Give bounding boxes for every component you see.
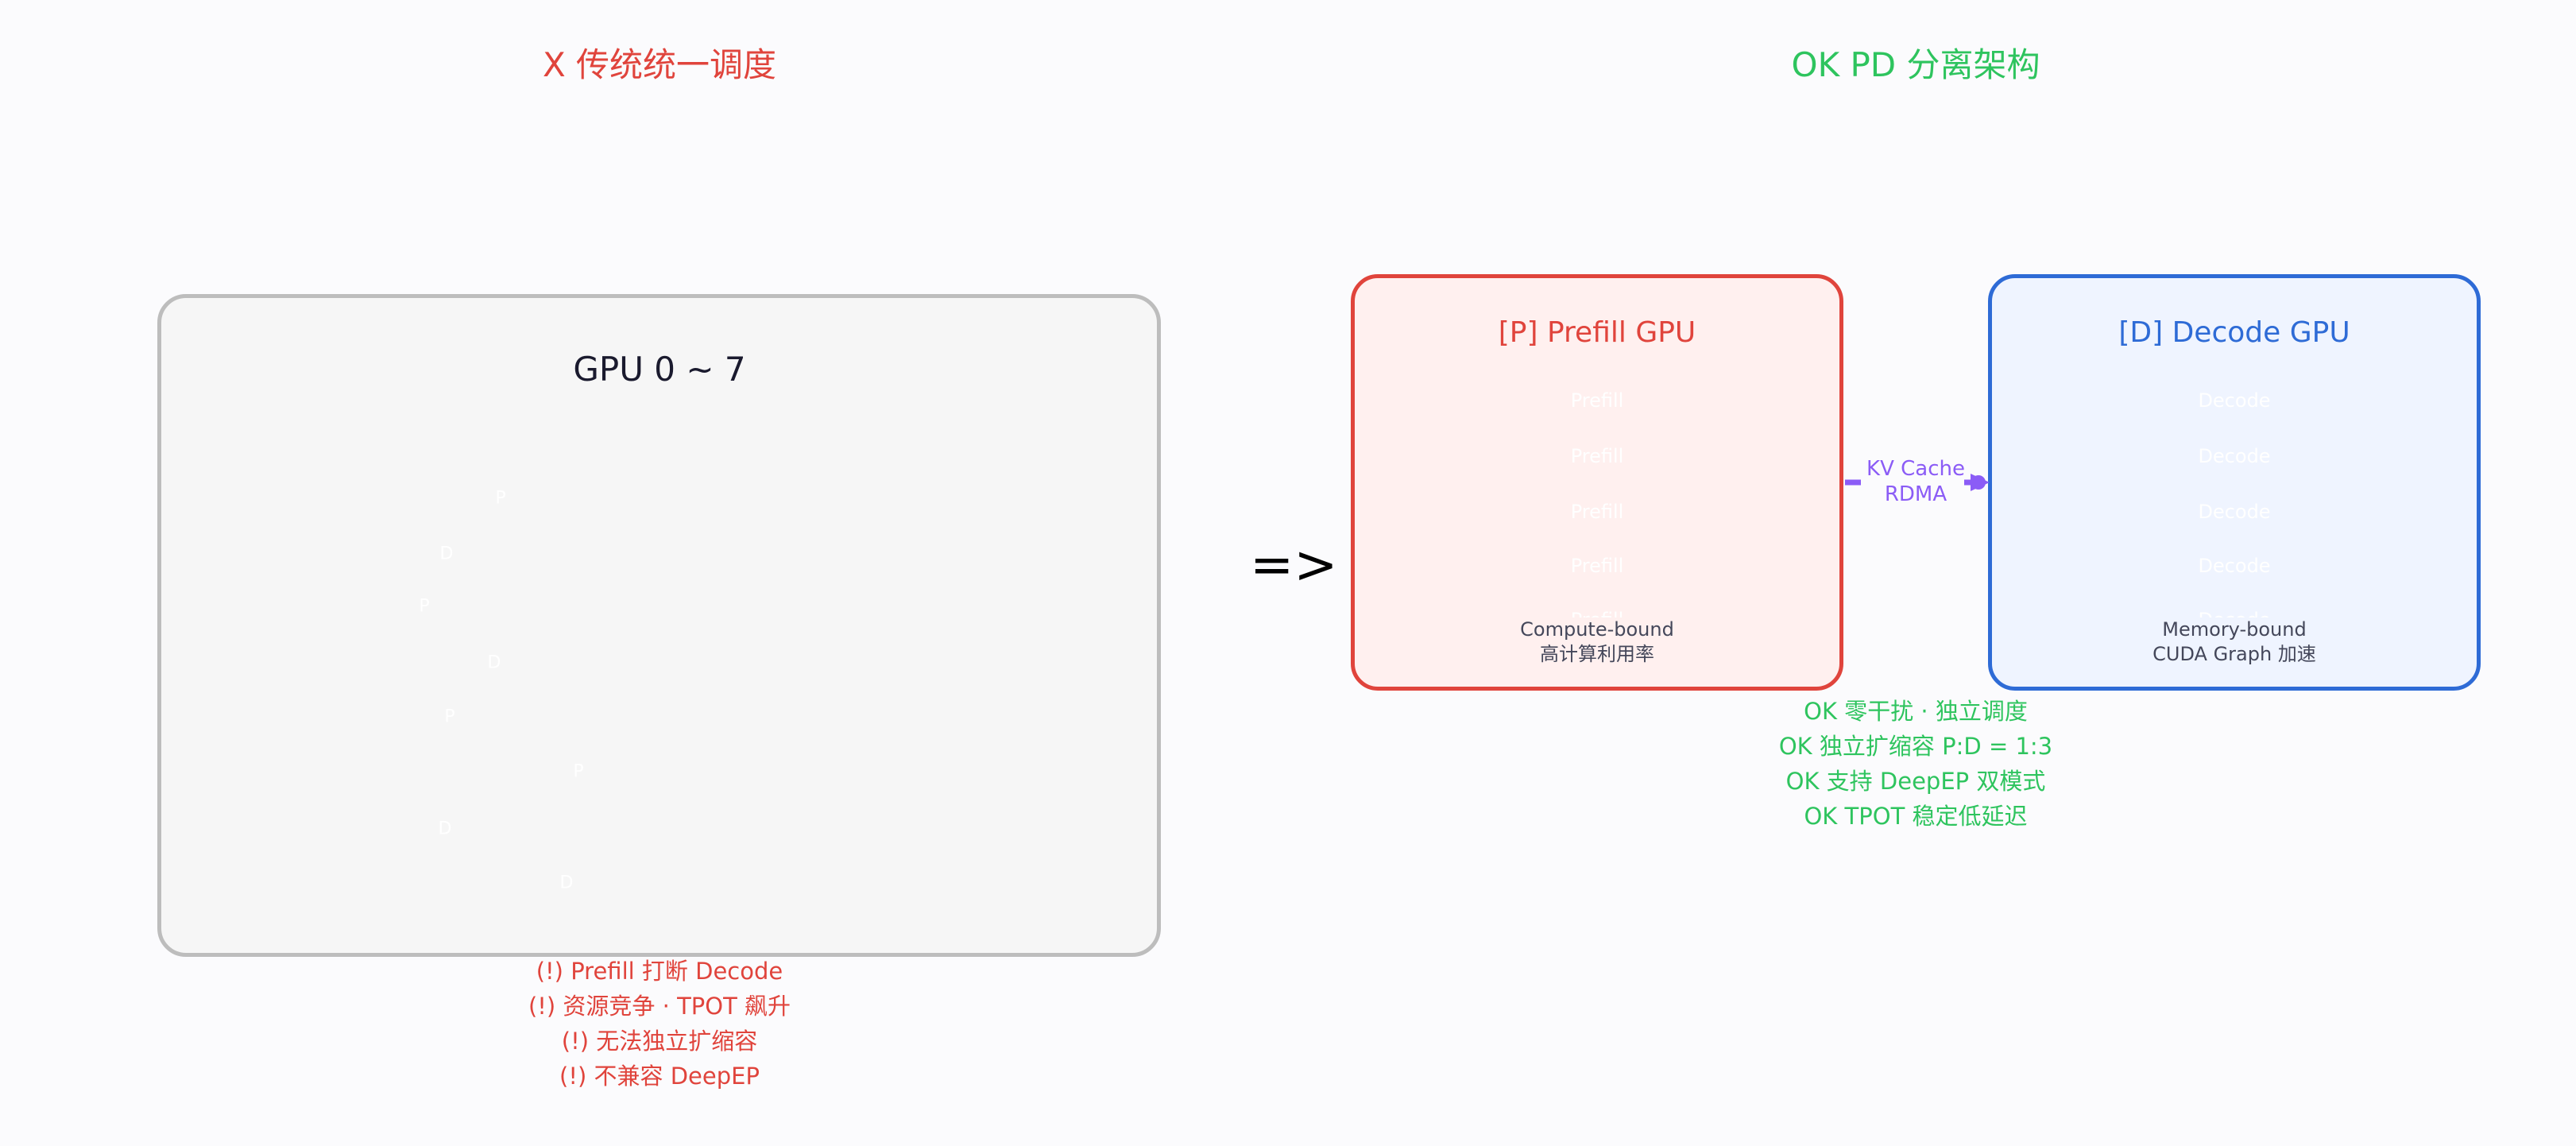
prefill-foot-line: Compute-bound	[1520, 618, 1674, 641]
benefit-item: OK 独立扩缩容 P:D = 1:3	[1778, 733, 2053, 760]
decode-foot-line: CUDA Graph 加速	[2152, 643, 2316, 665]
benefit-item: OK 零干扰 · 独立调度	[1804, 698, 2028, 725]
prefill-foot-line: 高计算利用率	[1540, 643, 1654, 665]
decode-foot-line: Memory-bound	[2162, 618, 2307, 641]
prefill-task: Prefill	[1570, 501, 1624, 523]
task-chip: P	[444, 707, 455, 727]
prefill-task: Prefill	[1570, 555, 1624, 577]
issue-item: (!) Prefill 打断 Decode	[536, 958, 783, 985]
issues-list: (!) Prefill 打断 Decode (!) 资源竞争 · TPOT 飙升…	[528, 954, 791, 1094]
task-chip: D	[559, 873, 574, 893]
connector-dot	[1971, 475, 1986, 490]
prefill-gpu-footnote: Compute-bound 高计算利用率	[1515, 618, 1679, 667]
issue-item: (!) 资源竞争 · TPOT 飙升	[528, 993, 791, 1020]
decode-task: Decode	[2198, 555, 2271, 577]
kv-cache-line: KV Cache	[1866, 457, 1965, 481]
benefit-item: OK TPOT 稳定低延迟	[1804, 803, 2028, 830]
unified-gpu-box	[157, 294, 1161, 957]
decode-task: Decode	[2198, 389, 2271, 412]
task-chip: D	[487, 652, 501, 673]
task-chip: D	[438, 819, 452, 839]
left-title: X 传统统一调度	[542, 45, 777, 84]
rdma-line: RDMA	[1884, 482, 1947, 506]
task-chip: D	[439, 544, 454, 564]
issue-item: (!) 无法独立扩缩容	[561, 1028, 758, 1055]
benefit-item: OK 支持 DeepEP 双模式	[1785, 768, 2046, 795]
benefits-list: OK 零干扰 · 独立调度 OK 独立扩缩容 P:D = 1:3 OK 支持 D…	[1779, 694, 2052, 834]
prefill-task: Prefill	[1570, 445, 1624, 467]
right-title: OK PD 分离架构	[1791, 45, 2040, 84]
prefill-gpu-title: [P] Prefill GPU	[1498, 316, 1696, 349]
prefill-task: Prefill	[1570, 389, 1624, 412]
task-chip: P	[495, 488, 506, 509]
decode-gpu-footnote: Memory-bound CUDA Graph 加速	[2148, 618, 2321, 667]
gpu-range-label: GPU 0 ~ 7	[573, 350, 746, 389]
task-chip: P	[419, 596, 430, 617]
decode-task: Decode	[2198, 501, 2271, 523]
issue-item: (!) 不兼容 DeepEP	[559, 1063, 760, 1090]
task-chip: P	[573, 761, 584, 782]
transition-arrow: =>	[1250, 534, 1338, 595]
decode-task: Decode	[2198, 445, 2271, 467]
kv-cache-label: KV Cache RDMA	[1866, 456, 1965, 507]
decode-gpu-title: [D] Decode GPU	[2118, 316, 2350, 349]
